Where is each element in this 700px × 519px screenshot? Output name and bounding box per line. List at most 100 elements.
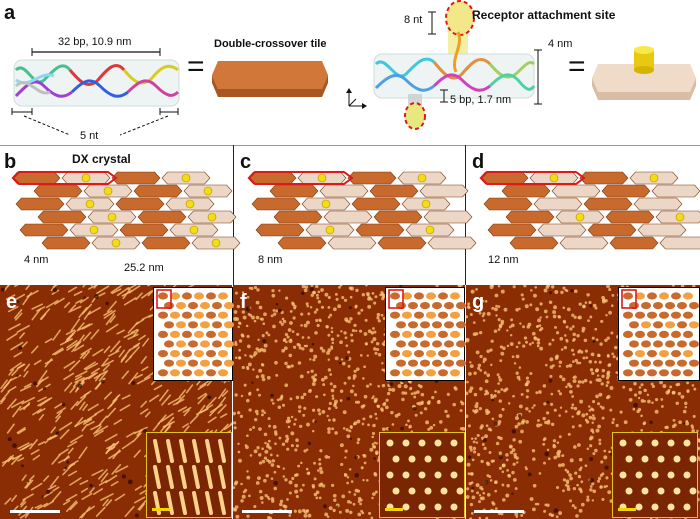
lattice-tile [505,210,555,224]
inset-tile [426,292,436,300]
scalebar-zoom-e [152,508,170,511]
dx-crystal-title: DX crystal [72,152,131,166]
inset-tile [635,311,645,319]
inset-tile [224,340,234,348]
inset-tile [408,340,418,348]
inset-tile [438,292,448,300]
inset-tile [635,350,645,358]
inset-tile [641,359,651,367]
receptor-dot [111,238,121,248]
scalebar-g [474,510,524,513]
scalebar-zoom-g [618,508,636,511]
lattice-tile [319,184,369,198]
inset-tile [164,359,174,367]
lattice-tile [605,210,655,224]
zoom-inset-g [612,432,698,518]
lattice-tile [483,197,533,211]
inset-tile [432,302,442,310]
inset-tile [170,350,180,358]
inset-tile [653,302,663,310]
inset-tile [414,350,424,358]
inset-tile [659,330,669,338]
spacing-label-c: 8 nm [258,254,283,266]
receptor-dot [649,173,659,183]
inset-tile [432,359,442,367]
lattice-tile [369,184,419,198]
lattice-tile [601,184,651,198]
inset-tile [396,359,406,367]
receptor-dot [85,199,95,209]
inset-tile [188,302,198,310]
inset-tile [206,292,216,300]
receptor-dot [325,225,335,235]
inset-tile [629,321,639,329]
inset-tile [194,330,204,338]
inset-tile [665,340,675,348]
inset-outline [156,289,172,309]
inset-tile [438,369,448,377]
lattice-tile [33,184,83,198]
inset-tile [683,330,693,338]
inset-tile [158,350,168,358]
inset-tile [402,330,412,338]
inset-tile [647,292,657,300]
inset-tile [206,369,216,377]
lattice-tile [579,171,629,185]
zoom-inset-e [146,432,232,518]
dx-tile-label: Double-crossover tile [214,38,327,50]
inset-tile [438,350,448,358]
inset-tile [212,359,222,367]
inset-tile [456,359,466,367]
receptor-dot [89,225,99,235]
lattice-tile [37,210,87,224]
lattice-tile [487,223,537,237]
inset-tile [444,340,454,348]
inset-tile [414,330,424,338]
inset-tile [653,340,663,348]
inset-tile [390,350,400,358]
inset-tile [158,292,168,300]
inset-tile [408,359,418,367]
dx-tile-block [212,61,328,97]
inset-tile [206,311,216,319]
scalebar-f [242,510,292,513]
inset-tile [623,311,633,319]
lattice-tile [277,236,327,250]
inset-tile [683,369,693,377]
inset-tile [218,330,228,338]
inset-tile [671,330,681,338]
inset-tile [426,330,436,338]
inset-tile [402,292,412,300]
inset-lattice-e [153,287,234,381]
inset-tile [396,340,406,348]
unit-cell-outline [247,171,354,185]
inset-tile [218,292,228,300]
spacing-label-d: 12 nm [488,254,519,266]
inset-tile [414,369,424,377]
inset-tile [224,359,234,367]
inset-tile [170,311,180,319]
inset-tile [623,292,633,300]
inset-tile [402,311,412,319]
inset-tile [665,302,675,310]
lattice-tile [351,197,401,211]
receptor-height-label: 8 nt [404,14,423,26]
inset-tile [200,340,210,348]
lattice-b [11,171,241,250]
inset-tile [456,321,466,329]
inset-outline [621,289,637,309]
inset-tile [426,369,436,377]
inset-tile [623,330,633,338]
inset-tile [212,302,222,310]
inset-tile [647,330,657,338]
scalebar-zoom-f [385,508,403,511]
lattice-tile [587,223,637,237]
offset-label: 5 bp, 1.7 nm [450,94,512,106]
inset-tile [408,321,418,329]
inset-tile [623,350,633,358]
panel-c-label: c [240,151,252,173]
inset-tile [218,350,228,358]
inset-tile [671,292,681,300]
inset-tile [689,321,699,329]
inset-tile [390,311,400,319]
